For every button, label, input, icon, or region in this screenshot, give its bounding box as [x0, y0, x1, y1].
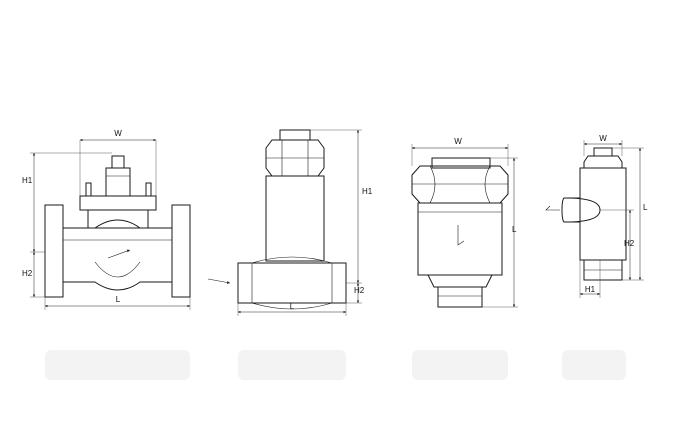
dim-label-w: W	[114, 129, 122, 138]
flow-arrow-icon	[457, 225, 465, 246]
dim-label-h2: H2	[624, 239, 635, 248]
dim-label-l: L	[512, 225, 517, 234]
dim-label-w: W	[599, 134, 607, 143]
flow-arrow-icon	[207, 278, 231, 284]
dim-label-w: W	[454, 137, 462, 146]
dim-label-h1: H1	[362, 187, 373, 196]
valve-body	[62, 219, 173, 291]
trap-body	[417, 202, 503, 276]
stem-housing	[105, 167, 131, 197]
dim-label-l: L	[290, 302, 295, 311]
top-ring	[431, 157, 491, 169]
trap-body	[579, 167, 627, 261]
left-flange	[44, 204, 64, 298]
bonnet	[79, 195, 157, 211]
dim-label-l: L	[116, 295, 121, 304]
top-plug	[593, 147, 613, 157]
dim-label-l: L	[643, 203, 648, 212]
reflection-shadows	[45, 350, 626, 380]
outlet-connector	[437, 286, 483, 308]
pipe-body	[237, 262, 347, 304]
flow-arrow-icon	[545, 205, 560, 211]
hex-cap	[411, 165, 509, 204]
right-flange	[171, 204, 191, 298]
view-2-cylindrical-trap: H1 H2 L	[207, 129, 373, 316]
flow-arrow-icon	[107, 249, 131, 259]
top-cap	[279, 129, 311, 141]
hex-nut	[265, 139, 325, 177]
dim-label-h2: H2	[22, 269, 33, 278]
view-4-side-outlet-trap: W L H2 H1	[545, 134, 648, 298]
dim-label-h1: H1	[22, 176, 33, 185]
view-3-hex-cap-trap: W L	[411, 137, 518, 308]
dim-label-h1: H1	[585, 285, 596, 294]
dim-label-h2: H2	[354, 286, 365, 295]
view-1-flanged-valve: W H1 H2 L	[22, 129, 191, 310]
side-nozzle	[561, 197, 581, 223]
cylinder-body	[265, 175, 325, 262]
